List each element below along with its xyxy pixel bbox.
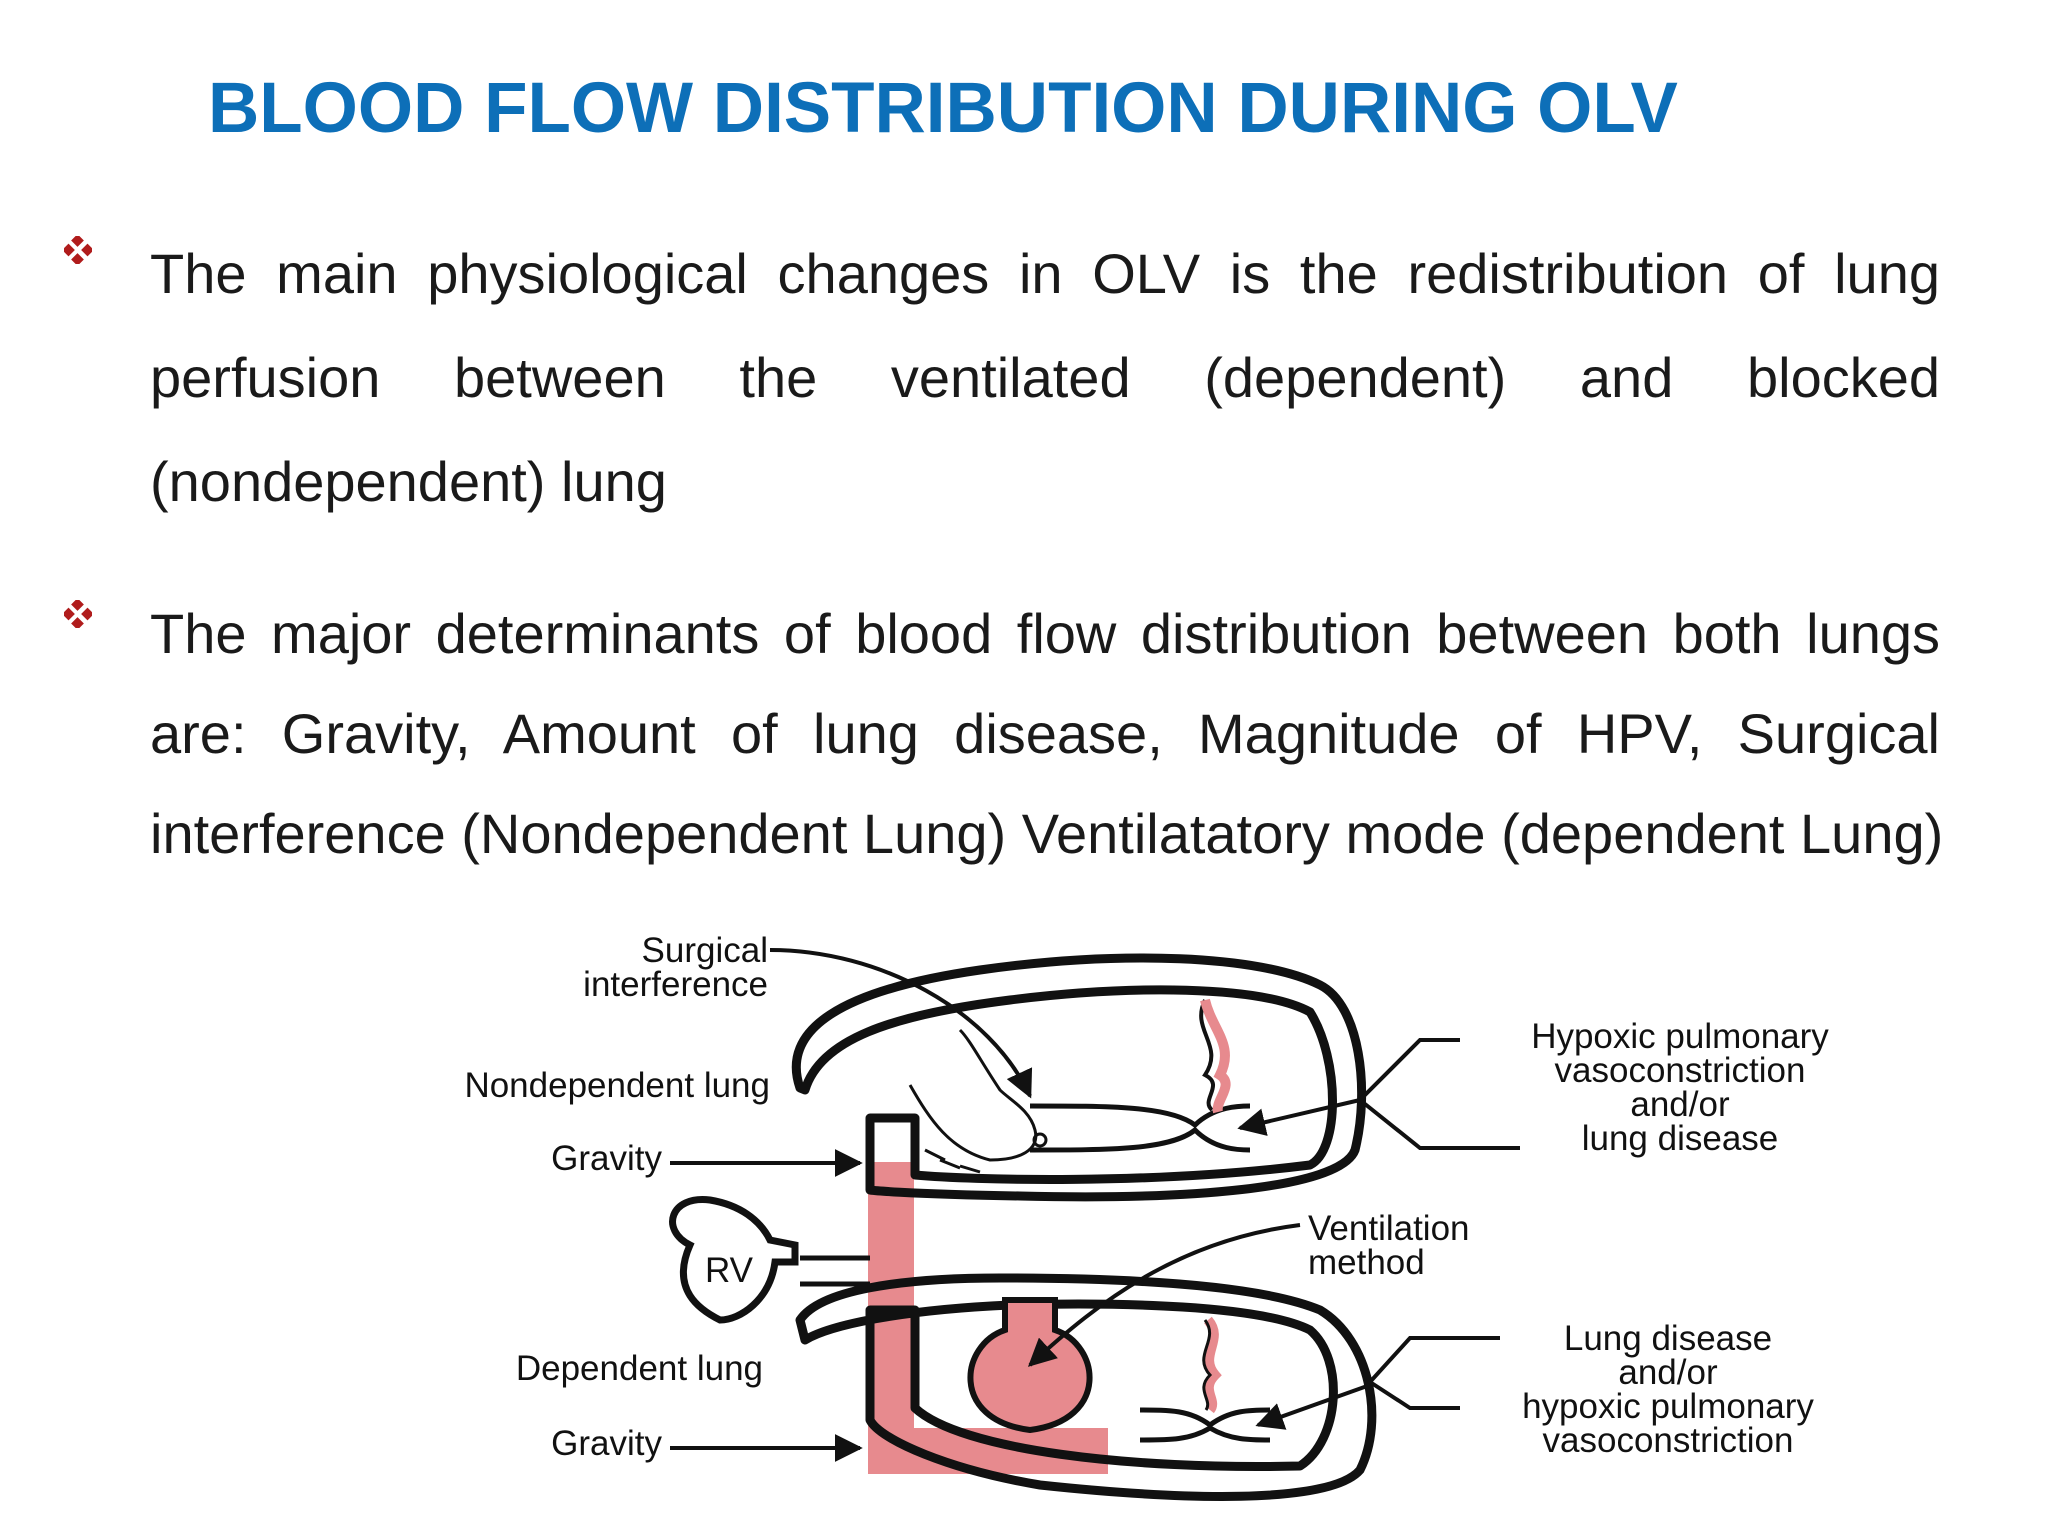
label-hpv-4: lung disease — [1582, 1119, 1779, 1158]
vessel-lines — [800, 1118, 917, 1287]
bullet-paragraph-1: The main physiological changes in OLV is… — [150, 222, 1940, 534]
label-surgical-2: interference — [583, 965, 768, 1004]
blood-flow-diagram: RV — [464, 931, 1829, 1501]
slide-title: BLOOD FLOW DISTRIBUTION DURING OLV — [208, 69, 1678, 148]
diamond-bullet-icon — [64, 236, 92, 264]
diagram-labels: Surgical interference Nondependent lung … — [464, 931, 1829, 1463]
lower-vessel-constriction — [1139, 1316, 1271, 1443]
label-ld-2: and/or — [1618, 1353, 1718, 1392]
label-dependent-lung: Dependent lung — [516, 1349, 763, 1388]
arrows — [670, 948, 1520, 1462]
diamond-bullet-icon — [64, 600, 92, 628]
bullet-paragraph-2: The major determinants of blood flow dis… — [150, 584, 1944, 884]
right-ventricle-heart: RV — [669, 1196, 799, 1324]
label-hpv-3: and/or — [1630, 1085, 1730, 1124]
label-hpv-2: vasoconstriction — [1555, 1051, 1806, 1090]
label-ld-1: Lung disease — [1564, 1319, 1772, 1358]
bullet-1-line-1: The main physiological changes in OLV is… — [150, 242, 1940, 305]
dependent-lung-outline — [795, 1273, 1377, 1501]
bullet-2-line-3: interference (Nondependent Lung) Ventila… — [150, 802, 1944, 865]
label-gravity-top: Gravity — [551, 1139, 662, 1178]
label-ld-3: hypoxic pulmonary — [1522, 1387, 1814, 1426]
upper-vessel-constriction — [1029, 998, 1251, 1153]
label-ld-4: vasoconstriction — [1543, 1421, 1794, 1460]
label-ventilation-1: Ventilation — [1308, 1209, 1470, 1248]
label-gravity-bottom: Gravity — [551, 1424, 662, 1463]
surgical-hand-icon — [908, 1028, 1048, 1174]
rv-label: RV — [705, 1251, 754, 1290]
label-hpv-1: Hypoxic pulmonary — [1531, 1017, 1829, 1056]
bullet-1-line-3: (nondependent) lung — [150, 450, 667, 513]
bullet-2-line-2: are: Gravity, Amount of lung disease, Ma… — [150, 702, 1940, 765]
bullet-2-line-1: The major determinants of blood flow dis… — [150, 602, 1940, 665]
label-surgical-1: Surgical — [642, 931, 768, 970]
label-ventilation-2: method — [1308, 1243, 1425, 1282]
label-nondependent-lung: Nondependent lung — [464, 1066, 770, 1105]
nondependent-lung-outline — [791, 953, 1367, 1202]
bullet-1-line-2: perfusion between the ventilated (depend… — [150, 346, 1940, 409]
